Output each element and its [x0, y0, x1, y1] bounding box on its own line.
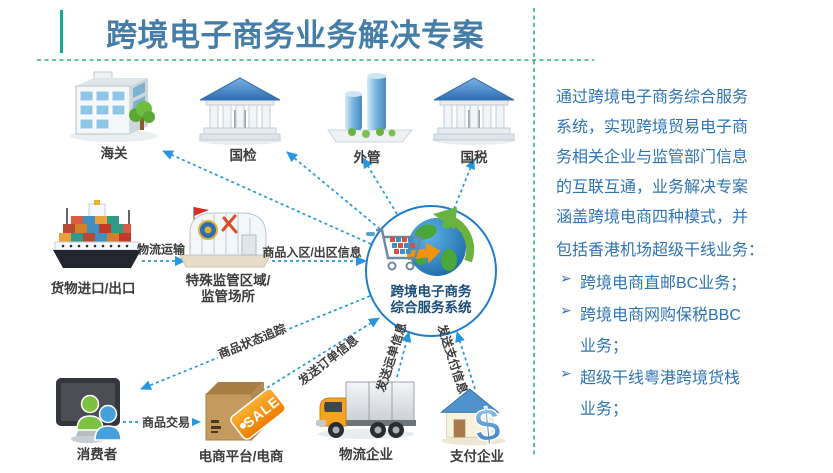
- edge-label-logistics-transport: 物流运输: [136, 242, 186, 257]
- panel-line-1: 通过跨境电子商务综合服务: [556, 89, 749, 106]
- payment-house-icon: $: [439, 388, 506, 448]
- panel-line-5: 涵盖跨境电商四种模式，并: [556, 209, 749, 226]
- label-zone-2: 监管场所: [201, 289, 255, 304]
- title-accent-bar: [60, 10, 63, 53]
- label-payment: 支付企业: [450, 449, 504, 464]
- logistics-truck-icon: [316, 381, 416, 439]
- inspection-bank-icon: [198, 77, 282, 145]
- edge-label-trade: 商品交易: [139, 413, 193, 431]
- bullet-2-text-2: 业务；: [580, 338, 629, 355]
- supervision-warehouse-icon: [179, 207, 271, 268]
- forex-towers-icon: [327, 73, 414, 143]
- bullet-1-marker: ➢: [560, 270, 572, 286]
- hub-globe-cart-icon: [366, 207, 475, 276]
- bullet-2-marker: ➢: [560, 302, 572, 318]
- bullet-3-text-2: 业务；: [580, 401, 629, 418]
- svg-text:$: $: [472, 398, 503, 448]
- consumer-monitor-icon: [56, 378, 122, 443]
- bullet-1-text: 跨境电商直邮BC业务；: [580, 275, 747, 292]
- panel-line-2: 系统，实现跨境贸易电子商: [556, 119, 749, 136]
- label-forex: 外管: [353, 150, 381, 165]
- label-zone-1: 特殊监管区域/: [185, 273, 271, 288]
- cargo-ship-icon: [53, 200, 141, 268]
- tax-bank-icon: [432, 77, 516, 145]
- label-ecommerce: 电商平台/电商: [198, 449, 284, 464]
- panel-line-4: 的互联互通，业务解决专案: [556, 179, 749, 196]
- customs-building-icon: [70, 71, 158, 142]
- hub-label: 跨境电子商务 综合服务系统: [390, 284, 472, 315]
- label-inspection: 国检: [229, 148, 257, 163]
- panel-line-6: 包括香港机场超级干线业务：: [556, 242, 765, 259]
- panel-line-3: 务相关企业与监管部门信息: [556, 149, 749, 166]
- label-logistics: 物流企业: [339, 447, 393, 462]
- label-cargo: 货物进口/出口: [50, 281, 136, 296]
- bullet-3-marker: ➢: [560, 365, 572, 381]
- label-customs: 海关: [100, 146, 128, 161]
- bullet-3-text: 超级干线粤港跨境货栈: [580, 370, 741, 387]
- page-title: 跨境电子商务业务解决专案: [106, 18, 484, 53]
- label-tax: 国税: [460, 150, 488, 165]
- edge-label-zone-info: 商品入区/出区信息: [262, 245, 362, 260]
- ecommerce-box-icon: SALE: [205, 382, 286, 441]
- bullet-2-text: 跨境电商网购保税BBC: [580, 307, 741, 324]
- label-consumer: 消费者: [76, 447, 118, 462]
